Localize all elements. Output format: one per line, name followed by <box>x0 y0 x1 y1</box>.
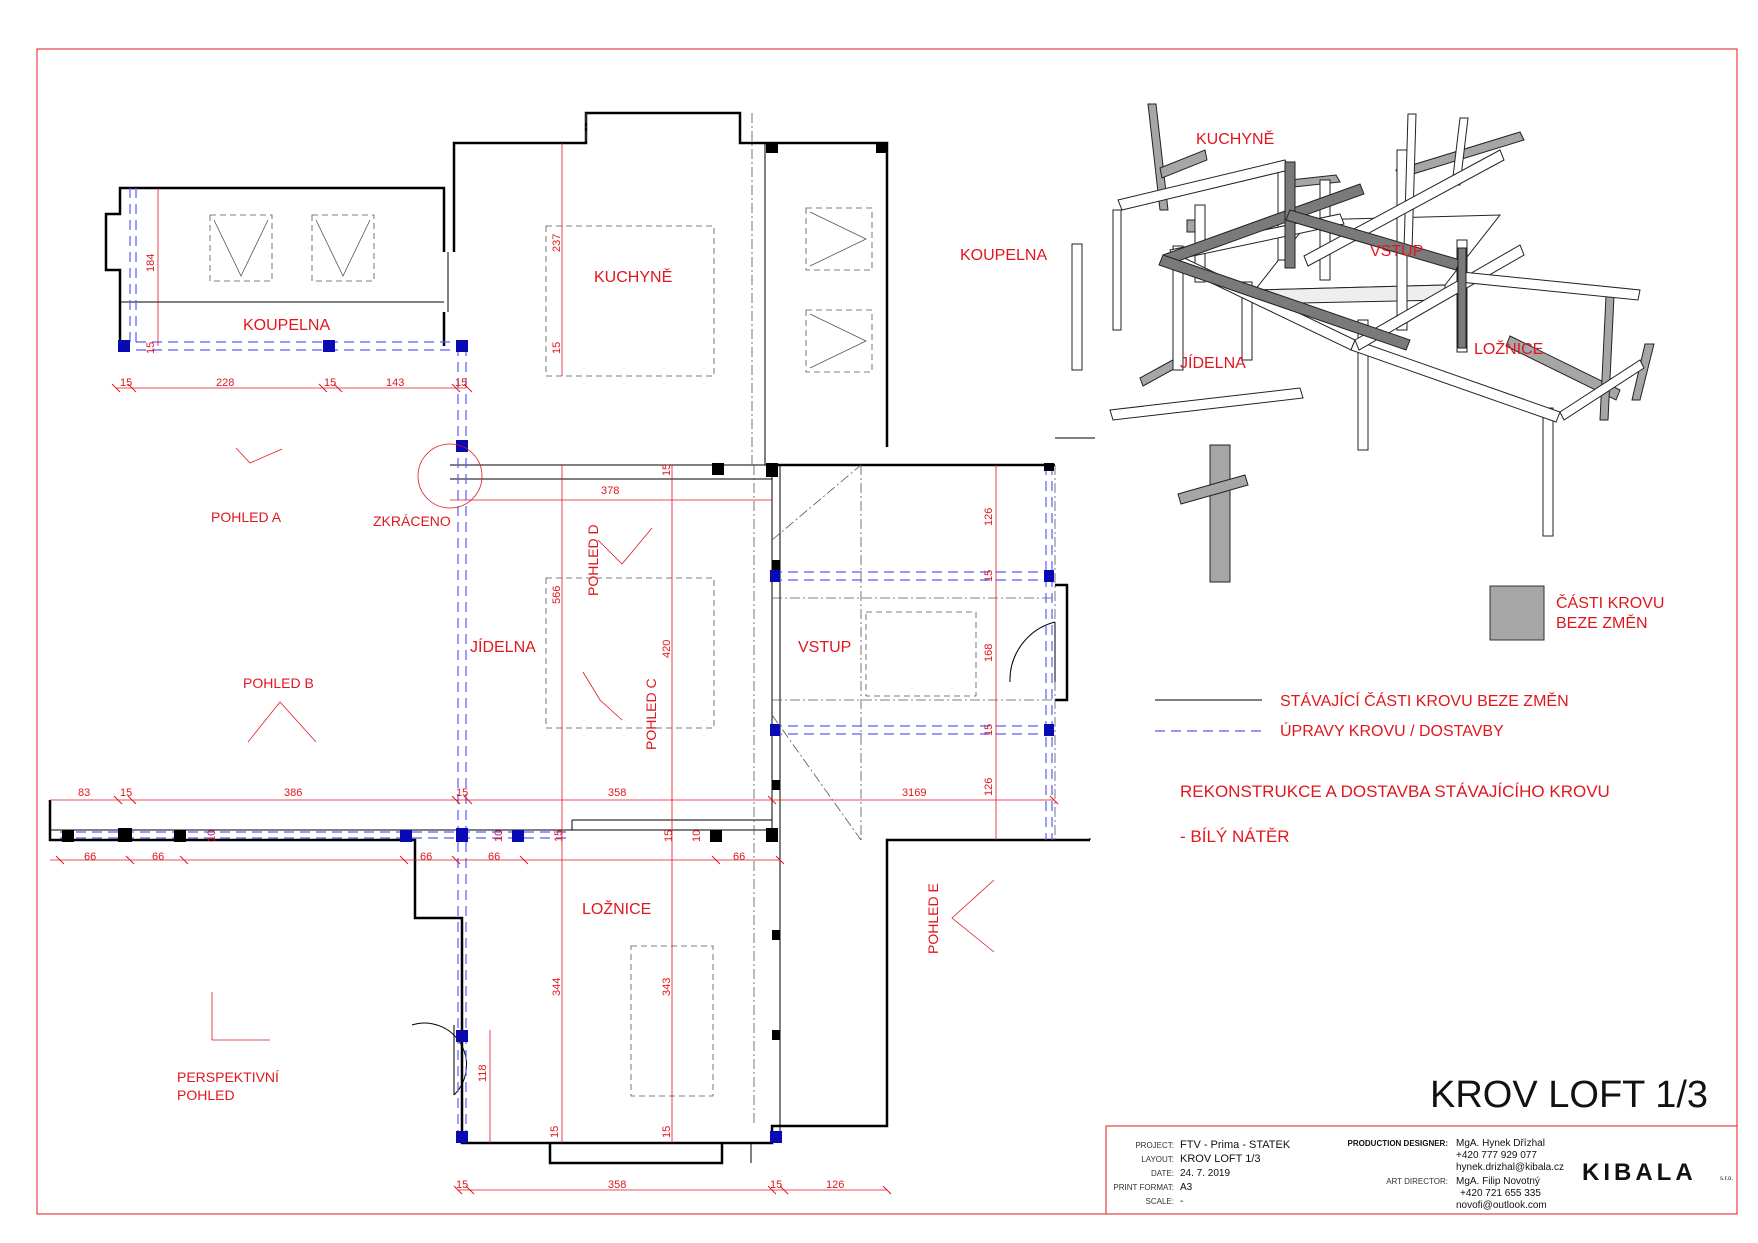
view-pohled-b: POHLED B <box>243 675 314 691</box>
tb-pd-label: PRODUCTION DESIGNER: <box>1348 1139 1448 1148</box>
persp-kuchyne: KUCHYNĚ <box>1196 129 1274 148</box>
note-bily-nater: - BÍLÝ NÁTĚR <box>1180 827 1290 846</box>
dim-10: 10 <box>691 830 703 842</box>
room-jidelna: JÍDELNA <box>470 637 536 656</box>
persp-koupelna: KOUPELNA <box>960 247 1047 264</box>
dim-118: 118 <box>477 1064 489 1082</box>
tb-format-label: PRINT FORMAT: <box>1113 1183 1174 1192</box>
tb-scale: - <box>1180 1196 1183 1207</box>
dim-378: 378 <box>601 485 619 497</box>
dim-66: 66 <box>420 851 432 863</box>
drawing-title: KROV LOFT 1/3 <box>1430 1074 1708 1116</box>
dim-15: 15 <box>551 342 563 354</box>
dim-10: 10 <box>493 830 505 842</box>
dim-15: 15 <box>120 377 132 389</box>
view-pohled-d: POHLED D <box>585 524 601 596</box>
tb-ad-label: ART DIRECTOR: <box>1386 1177 1448 1186</box>
floor-plan: KOUPELNA KUCHYNĚ JÍDELNA VSTUP LOŽNICE P… <box>48 111 1095 1195</box>
dim-15: 15 <box>983 724 995 736</box>
tb-date: 24. 7. 2019 <box>1180 1168 1230 1179</box>
tb-scale-label: SCALE: <box>1146 1197 1174 1206</box>
dim-566: 566 <box>551 586 563 604</box>
view-perspektivni: PERSPEKTIVNÍ <box>177 1069 279 1085</box>
tb-layout: KROV LOFT 1/3 <box>1180 1153 1261 1165</box>
dim-15: 15 <box>145 342 157 354</box>
tb-ad-phone: +420 721 655 335 <box>1460 1188 1541 1199</box>
dim-237: 237 <box>551 234 563 252</box>
dim-168: 168 <box>983 644 995 662</box>
room-loznice: LOŽNICE <box>582 899 651 918</box>
tb-pd-name: MgA. Hynek Dřízhal <box>1456 1138 1545 1149</box>
dim-66: 66 <box>84 851 96 863</box>
dim-66: 66 <box>488 851 500 863</box>
persp-vstup: VSTUP <box>1370 243 1423 260</box>
legend-dashed-label: ÚPRAVY KROVU / DOSTAVBY <box>1280 721 1504 740</box>
dim-15: 15 <box>456 1179 468 1191</box>
tb-ad-email: novofi@outlook.com <box>1456 1200 1547 1211</box>
dim-15: 15 <box>549 1126 561 1138</box>
dim-358: 358 <box>608 787 626 799</box>
tb-pd-email: hynek.drizhal@kibala.cz <box>1456 1162 1564 1173</box>
legend: ČÁSTI KROVU BEZE ZMĚN STÁVAJÍCÍ ČÁSTI KR… <box>1155 585 1664 846</box>
tb-pd-phone: +420 777 929 077 <box>1456 1150 1537 1161</box>
persp-jidelna: JÍDELNA <box>1180 353 1246 372</box>
kibala-logo: KIBALA <box>1582 1159 1697 1186</box>
view-pohled-c: POHLED C <box>643 678 659 750</box>
dim-15: 15 <box>455 377 467 389</box>
dim-15: 15 <box>456 787 468 799</box>
dim-15: 15 <box>553 830 565 842</box>
dim-126: 126 <box>983 508 995 526</box>
dim-3169: 3169 <box>902 787 926 799</box>
dim-83: 83 <box>78 787 90 799</box>
dim-15: 15 <box>324 377 336 389</box>
perspective-view <box>1071 103 1655 583</box>
tb-project: FTV - Prima - STATEK <box>1180 1139 1291 1151</box>
view-perspektivni-pohled: POHLED <box>177 1087 235 1103</box>
dim-184: 184 <box>145 254 157 272</box>
tb-ad-name: MgA. Filip Novotný <box>1456 1176 1540 1187</box>
dim-358: 358 <box>608 1179 626 1191</box>
dim-420: 420 <box>661 640 673 658</box>
note-rekonstrukce: REKONSTRUKCE A DOSTAVBA STÁVAJÍCÍHO KROV… <box>1180 782 1610 801</box>
tb-date-label: DATE: <box>1151 1169 1174 1178</box>
tb-project-label: PROJECT: <box>1135 1141 1174 1150</box>
legend-unchanged-2: BEZE ZMĚN <box>1556 613 1648 632</box>
view-zkraceno: ZKRÁCENO <box>373 513 451 529</box>
tb-layout-label: LAYOUT: <box>1141 1155 1174 1164</box>
dim-343: 343 <box>661 978 673 996</box>
kibala-logo-suffix: s.r.o. <box>1720 1176 1733 1182</box>
dim-15: 15 <box>770 1179 782 1191</box>
tb-format: A3 <box>1180 1182 1193 1193</box>
dim-66: 66 <box>152 851 164 863</box>
dim-386: 386 <box>284 787 302 799</box>
dim-10: 10 <box>206 830 218 842</box>
posts <box>118 340 1054 1143</box>
view-pohled-e: POHLED E <box>925 883 941 954</box>
view-pohled-a: POHLED A <box>211 509 282 525</box>
persp-loznice: LOŽNICE <box>1474 339 1543 358</box>
title-block: PROJECT: FTV - Prima - STATEK LAYOUT: KR… <box>1105 1125 1738 1215</box>
dim-15: 15 <box>120 787 132 799</box>
dim-344: 344 <box>551 978 563 996</box>
dim-126: 126 <box>983 778 995 796</box>
sheet-border <box>36 48 1738 1215</box>
legend-solid-label: STÁVAJÍCÍ ČÁSTI KROVU BEZE ZMĚN <box>1280 691 1569 710</box>
dim-15: 15 <box>661 1126 673 1138</box>
dim-15: 15 <box>983 570 995 582</box>
dim-143: 143 <box>386 377 404 389</box>
room-kuchyne: KUCHYNĚ <box>594 267 672 286</box>
dim-228: 228 <box>216 377 234 389</box>
dim-15: 15 <box>661 464 673 476</box>
room-vstup: VSTUP <box>798 639 851 656</box>
dim-15: 15 <box>663 830 675 842</box>
dim-126: 126 <box>826 1179 844 1191</box>
dim-66: 66 <box>733 851 745 863</box>
legend-unchanged-swatch <box>1489 585 1545 641</box>
room-koupelna: KOUPELNA <box>243 317 330 334</box>
legend-unchanged-1: ČÁSTI KROVU <box>1556 593 1664 612</box>
